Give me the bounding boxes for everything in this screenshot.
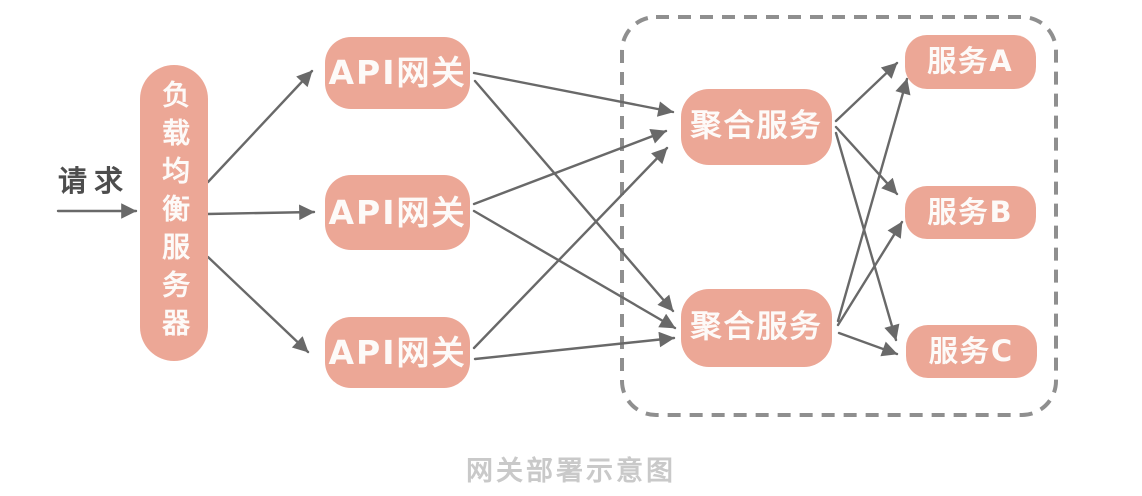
edge-aggregation-2-to-service-c	[837, 331, 899, 357]
edge-load-balancer-to-gateway-2	[205, 204, 316, 221]
node-aggregation-service-1: 聚合服务	[681, 89, 832, 165]
node-api-gateway-2: API网关	[325, 175, 470, 250]
edge-aggregation-2-to-service-b	[836, 220, 904, 327]
edge-gateway-3-to-aggregation-1	[472, 146, 669, 350]
edge-aggregation-2-to-service-a	[836, 77, 911, 323]
edge-aggregation-1-to-service-b	[834, 125, 899, 196]
node-api-gateway-1: API网关	[325, 37, 470, 109]
node-api-gateway-3: API网关	[325, 317, 470, 388]
edge-load-balancer-to-gateway-3	[206, 255, 310, 354]
diagram-caption: 网关部署示意图	[466, 456, 676, 487]
node-load-balancer: 负载均衡服务器	[140, 65, 208, 361]
edge-gateway-1-to-aggregation-2	[473, 79, 675, 313]
edge-aggregation-1-to-service-a	[834, 61, 899, 123]
node-aggregation-service-2: 聚合服务	[681, 289, 832, 367]
edge-gateway-1-to-aggregation-1	[472, 71, 675, 117]
node-service-b: 服务B	[905, 186, 1036, 239]
edge-gateway-3-to-aggregation-2	[473, 331, 676, 361]
node-service-c: 服务C	[906, 325, 1037, 378]
edge-load-balancer-to-gateway-1	[206, 69, 314, 184]
edge-gateway-2-to-aggregation-2	[472, 209, 677, 330]
edge-gateway-2-to-aggregation-1	[472, 128, 668, 206]
node-service-a: 服务A	[905, 35, 1036, 89]
request-label: 请求	[58, 164, 131, 198]
edge-aggregation-1-to-service-c	[834, 131, 900, 342]
